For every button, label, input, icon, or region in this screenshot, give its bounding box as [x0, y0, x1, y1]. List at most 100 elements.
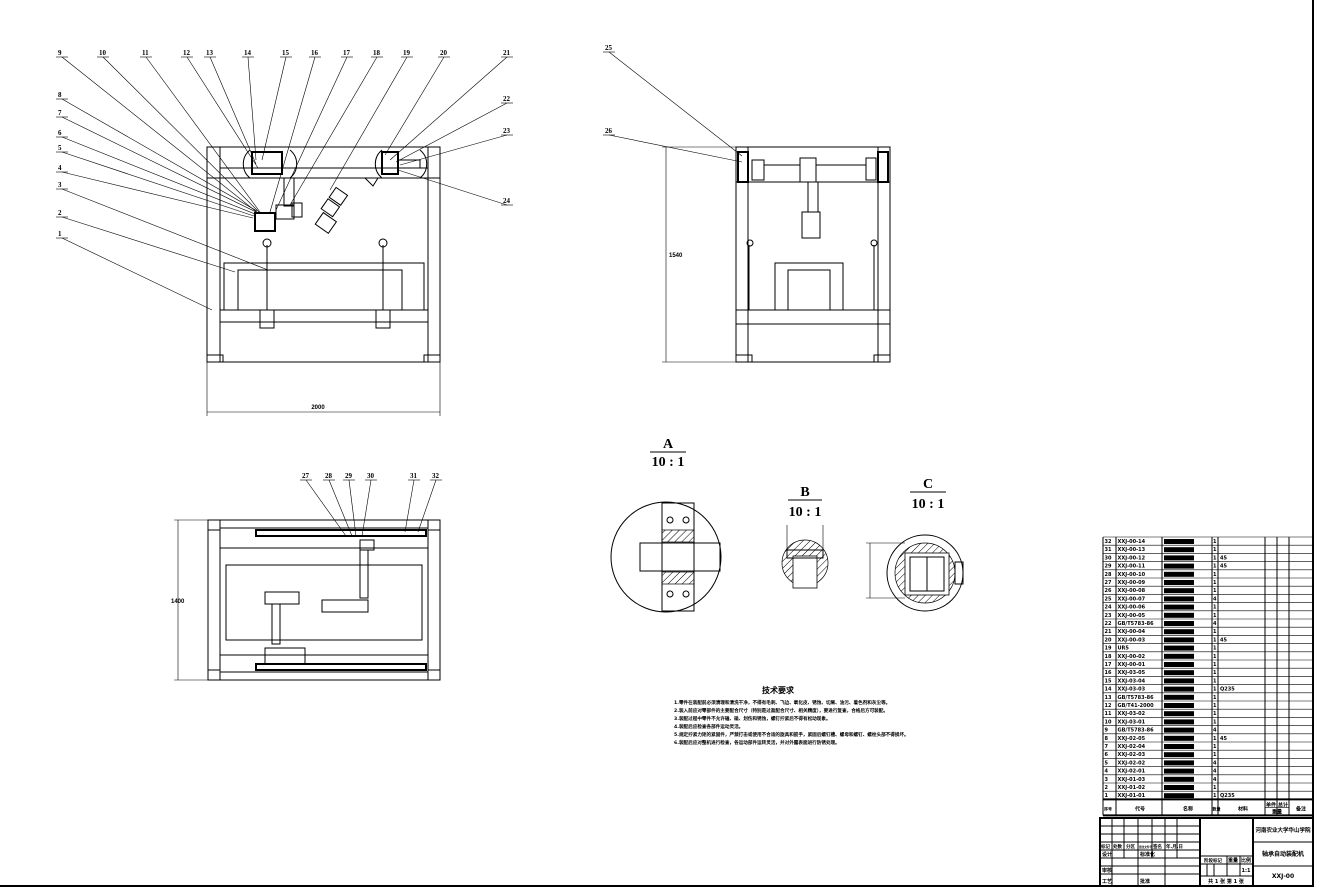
parts-cell-qty: 1 [1213, 613, 1217, 619]
balloon-label: 29 [345, 472, 353, 480]
parts-cell-qty: 1 [1213, 736, 1217, 742]
parts-cell-qty: 1 [1213, 605, 1217, 611]
parts-cell-code: GB/T41-2000 [1118, 703, 1155, 709]
parts-name-mark [1164, 752, 1194, 758]
parts-name-mark [1164, 612, 1194, 618]
balloon-label: 32 [432, 472, 440, 480]
parts-name-mark [1164, 719, 1194, 725]
parts-cell-qty: 1 [1213, 572, 1217, 578]
parts-name-mark [1164, 727, 1194, 733]
parts-cell-no: 29 [1105, 564, 1112, 570]
width-dimension: 2000 [311, 405, 325, 411]
parts-cell-no: 24 [1105, 605, 1112, 611]
rev-label-date: 年.月.日 [1166, 843, 1183, 850]
parts-header-code: 代号 [1134, 805, 1145, 812]
parts-cell-code: XXJ-03-01 [1118, 719, 1146, 725]
balloon-label: 22 [503, 95, 511, 103]
balloon-label: 30 [367, 472, 375, 480]
parts-cell-qty: 1 [1213, 588, 1217, 594]
parts-name-mark [1164, 547, 1194, 553]
parts-name-mark [1164, 678, 1194, 684]
balloon-label: 15 [282, 49, 290, 57]
parts-cell-mat: 45 [1220, 736, 1227, 742]
parts-list-row: 3 XXJ-01-03 4 [1103, 774, 1313, 783]
parts-cell-qty: 4 [1213, 769, 1217, 775]
parts-cell-no: 15 [1105, 678, 1112, 684]
parts-cell-code: XXJ-00-08 [1118, 588, 1146, 594]
parts-cell-no: 5 [1105, 760, 1109, 766]
balloon-label: 13 [206, 49, 214, 57]
parts-name-mark [1164, 662, 1194, 667]
parts-cell-qty: 1 [1213, 555, 1217, 561]
parts-cell-code: XXJ-02-02 [1118, 760, 1146, 766]
parts-cell-code: XXJ-03-02 [1118, 711, 1146, 717]
balloon-label: 24 [503, 197, 511, 205]
parts-cell-code: XXJ-00-01 [1118, 662, 1146, 668]
detail-c-scale: 10 : 1 [912, 497, 945, 512]
parts-cell-code: GB/T5783-86 [1118, 695, 1155, 701]
parts-name-mark [1164, 653, 1194, 659]
side-view: 1540 [662, 146, 891, 363]
balloon-label: 31 [410, 472, 418, 480]
parts-cell-no: 19 [1105, 646, 1112, 652]
parts-cell-no: 3 [1105, 777, 1109, 783]
balloon-label: 16 [311, 49, 319, 57]
parts-cell-code: XXJ-01-03 [1118, 777, 1146, 783]
parts-name-mark [1164, 539, 1194, 544]
rev-label-sign: 签名 [1152, 843, 1162, 850]
parts-cell-no: 11 [1105, 711, 1112, 717]
height-dimension: 1540 [669, 253, 683, 259]
parts-cell-code: XXJ-00-11 [1118, 564, 1146, 570]
weight-label: 重量 [1228, 857, 1238, 864]
parts-cell-qty: 1 [1213, 752, 1217, 758]
parts-name-mark [1164, 596, 1194, 602]
balloon-label: 4 [58, 164, 62, 172]
balloon-label: 19 [403, 49, 411, 57]
parts-cell-qty: 1 [1213, 547, 1217, 553]
parts-cell-qty: 1 [1213, 564, 1217, 570]
parts-cell-code: XXJ-00-12 [1118, 555, 1146, 561]
balloon-label: 5 [58, 144, 62, 152]
parts-cell-no: 25 [1105, 596, 1112, 602]
tech-req-title: 技术要求 [762, 685, 795, 695]
title-block: 河南农业大学华山学院 轴承自动装配机 XXJ-00 阶段标记 重量 比例 1:1… [1099, 817, 1314, 887]
parts-cell-no: 28 [1105, 572, 1112, 578]
parts-cell-no: 22 [1105, 621, 1112, 627]
parts-cell-code: XXJ-02-04 [1118, 744, 1146, 750]
balloon-label: 28 [325, 472, 333, 480]
parts-cell-qty: 1 [1213, 678, 1217, 684]
detail-b-label: B [800, 485, 809, 500]
balloon-label: 10 [99, 49, 107, 57]
drawing-name: 轴承自动装配机 [1262, 850, 1304, 858]
parts-cell-qty: 1 [1213, 654, 1217, 660]
balloon-label: 7 [58, 109, 62, 117]
balloon-label: 14 [244, 49, 252, 57]
parts-name-mark [1164, 629, 1194, 635]
tech-req-line: 2.装入前应对零部件的主要配合尺寸（特别是过盈配合尺寸、相关精度），要进行复查，… [674, 707, 888, 714]
parts-cell-code: XXJ-00-09 [1118, 580, 1146, 586]
approve-label: 批准 [1140, 878, 1150, 885]
parts-cell-no: 2 [1105, 785, 1109, 791]
parts-name-mark [1164, 604, 1194, 610]
parts-cell-qty: 4 [1213, 777, 1217, 783]
